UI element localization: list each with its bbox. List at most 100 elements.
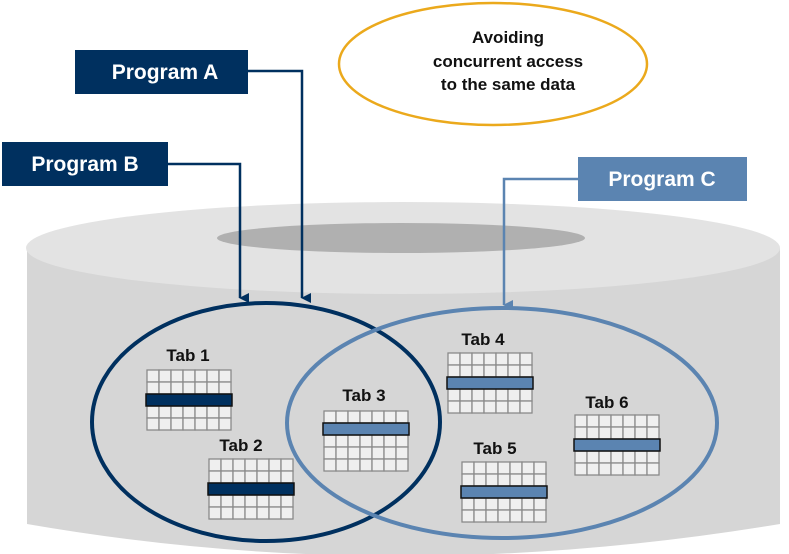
table-cell	[622, 426, 636, 440]
table-cell	[485, 473, 499, 487]
table-cell	[232, 470, 246, 484]
table-cell	[170, 417, 184, 431]
table-cell	[256, 458, 270, 472]
table-cell	[220, 494, 234, 508]
table-cell	[459, 400, 473, 414]
table-cell	[232, 494, 246, 508]
table-cell	[461, 497, 475, 511]
table-cell	[509, 509, 523, 523]
table-5: Tab 5	[460, 439, 548, 523]
table-label: Tab 5	[473, 439, 516, 458]
program-c-box[interactable]: Program C	[578, 157, 747, 201]
table-cell	[622, 414, 636, 428]
table-cell	[371, 458, 385, 472]
table-cell	[622, 462, 636, 476]
table-cell	[533, 461, 547, 475]
table-cell	[471, 364, 485, 378]
table-cell	[220, 506, 234, 520]
table-cell	[208, 494, 222, 508]
table-cell	[335, 410, 349, 424]
table-cell	[280, 470, 294, 484]
table-cell	[280, 494, 294, 508]
table-cell	[208, 470, 222, 484]
table-cell	[256, 506, 270, 520]
table-cell	[371, 446, 385, 460]
program-b-label: Program B	[31, 153, 138, 176]
table-label: Tab 4	[461, 330, 505, 349]
table-cell	[335, 446, 349, 460]
table-cell	[586, 426, 600, 440]
cylinder-hole	[217, 223, 585, 253]
table-cell	[610, 414, 624, 428]
table-cell	[194, 405, 208, 419]
table-1: Tab 1	[145, 346, 233, 431]
table-cell	[146, 405, 160, 419]
table-cell	[146, 369, 160, 383]
table-cell	[218, 405, 232, 419]
table-cell	[497, 509, 511, 523]
table-cell	[598, 426, 612, 440]
table-cell	[507, 388, 521, 402]
table-cell	[598, 450, 612, 464]
table-cell	[495, 400, 509, 414]
table-cell	[447, 400, 461, 414]
highlighted-row	[446, 376, 534, 390]
table-cell	[206, 381, 220, 395]
table-cell	[218, 369, 232, 383]
table-cell	[447, 352, 461, 366]
table-cell	[485, 461, 499, 475]
table-cell	[208, 458, 222, 472]
table-cell	[519, 400, 533, 414]
table-cell	[218, 417, 232, 431]
table-cell	[519, 388, 533, 402]
table-cell	[646, 462, 660, 476]
table-label: Tab 1	[166, 346, 209, 365]
table-cell	[323, 458, 337, 472]
table-cell	[495, 352, 509, 366]
table-cell	[519, 364, 533, 378]
table-cell	[485, 497, 499, 511]
table-cell	[206, 417, 220, 431]
program-a-box[interactable]: Program A	[75, 50, 248, 94]
table-cell	[194, 417, 208, 431]
callout-line-1: Avoiding	[472, 28, 544, 47]
program-b-box[interactable]: Program B	[2, 142, 168, 186]
table-cell	[182, 405, 196, 419]
table-cell	[634, 450, 648, 464]
table-cell	[533, 509, 547, 523]
table-cell	[507, 400, 521, 414]
table-cell	[220, 458, 234, 472]
table-cell	[533, 497, 547, 511]
table-cell	[461, 509, 475, 523]
table-cell	[519, 352, 533, 366]
table-cell	[206, 405, 220, 419]
table-cell	[170, 369, 184, 383]
table-cell	[158, 405, 172, 419]
table-cell	[509, 461, 523, 475]
table-cell	[383, 434, 397, 448]
table-cell	[509, 473, 523, 487]
table-cell	[268, 494, 282, 508]
table-cell	[509, 497, 523, 511]
table-cell	[383, 458, 397, 472]
table-cell	[497, 473, 511, 487]
table-cell	[182, 417, 196, 431]
table-cell	[471, 388, 485, 402]
table-cell	[280, 506, 294, 520]
table-cell	[206, 369, 220, 383]
table-cell	[586, 414, 600, 428]
table-cell	[574, 462, 588, 476]
highlighted-row	[145, 393, 233, 407]
table-cell	[461, 461, 475, 475]
table-cell	[497, 497, 511, 511]
table-cell	[371, 434, 385, 448]
table-label: Tab 3	[342, 386, 385, 405]
table-cell	[521, 509, 535, 523]
table-cell	[586, 450, 600, 464]
callout-ellipse	[337, 1, 649, 127]
program-c-label: Program C	[608, 168, 715, 191]
table-cell	[220, 470, 234, 484]
table-cell	[471, 400, 485, 414]
table-4: Tab 4	[446, 330, 534, 414]
table-cell	[634, 414, 648, 428]
